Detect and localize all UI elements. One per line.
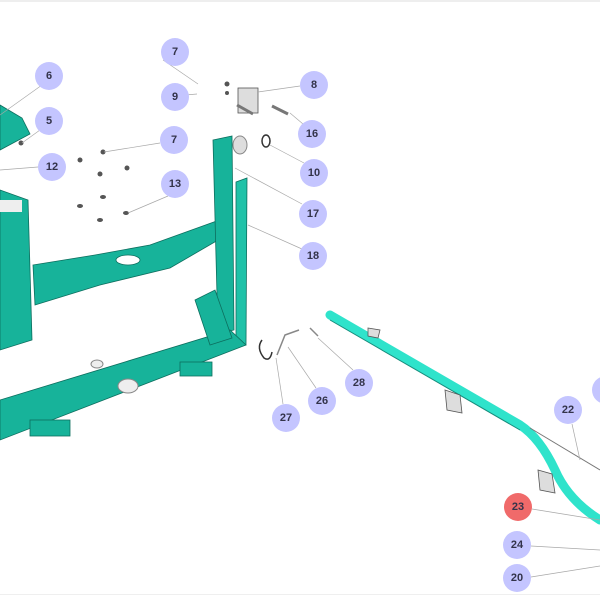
- pipe-clamp: [367, 327, 381, 339]
- svg-text:12: 12: [46, 161, 58, 173]
- part-28-clip: [309, 327, 319, 337]
- top-divider: [0, 0, 600, 2]
- svg-text:18: 18: [307, 250, 319, 262]
- part-10-o-ring: [261, 134, 271, 148]
- callout-10[interactable]: 10: [300, 159, 328, 187]
- callout-9[interactable]: 9: [161, 83, 189, 111]
- beam-hole: [115, 254, 141, 266]
- pipe-clamp: [444, 389, 463, 414]
- part-6-plate: [0, 104, 31, 151]
- pipe-clamp: [537, 469, 556, 494]
- svg-text:27: 27: [280, 412, 292, 424]
- part-8-bracket: [237, 87, 259, 114]
- svg-text:26: 26: [316, 395, 328, 407]
- part-22-drawbar-pipe: [325, 310, 600, 525]
- callout-7-top[interactable]: 7: [161, 38, 189, 66]
- part-16-bolt: [271, 104, 289, 116]
- housing-roller: [0, 200, 22, 212]
- svg-text:23: 23: [512, 501, 524, 513]
- small-pad: [90, 359, 104, 369]
- part-18-upright-plate: [235, 177, 248, 349]
- svg-text:22: 22: [562, 404, 574, 416]
- left-housing: [0, 189, 33, 351]
- svg-text:28: 28: [353, 377, 365, 389]
- part-27-chain: [258, 339, 273, 360]
- callout-26[interactable]: 26: [308, 387, 336, 415]
- frame-assembly: [0, 81, 600, 525]
- part-13-nuts: [77, 149, 130, 222]
- svg-text:24: 24: [511, 539, 524, 551]
- part-26-pin: [276, 329, 300, 356]
- svg-text:16: 16: [306, 128, 318, 140]
- upright-post: [212, 135, 235, 335]
- leader-lines: [0, 59, 600, 578]
- callout-22[interactable]: 22: [554, 396, 582, 424]
- callout-20[interactable]: 20: [503, 564, 531, 592]
- callout-27[interactable]: 27: [272, 404, 300, 432]
- foot-right: [179, 361, 213, 377]
- callouts: 6 5 12 7 9 8 16 7 10 13 17 18 28 26 27 2…: [35, 38, 600, 592]
- callout-7-middle[interactable]: 7: [160, 126, 188, 154]
- callout-23-highlighted[interactable]: 23: [504, 493, 532, 521]
- svg-text:17: 17: [307, 208, 319, 220]
- bearing: [232, 135, 248, 155]
- svg-text:9: 9: [172, 91, 178, 103]
- drawbar-cable: [529, 427, 600, 471]
- svg-text:8: 8: [311, 79, 317, 91]
- callout-28[interactable]: 28: [345, 369, 373, 397]
- round-pad: [117, 378, 139, 394]
- callout-12[interactable]: 12: [38, 153, 66, 181]
- brace: [194, 289, 233, 346]
- svg-text:7: 7: [171, 134, 177, 146]
- callout-16[interactable]: 16: [298, 120, 326, 148]
- callout-24[interactable]: 24: [503, 531, 531, 559]
- svg-text:5: 5: [46, 115, 52, 127]
- callout-13[interactable]: 13: [161, 170, 189, 198]
- svg-text:20: 20: [511, 572, 523, 584]
- foot-left: [29, 419, 71, 437]
- svg-text:6: 6: [46, 70, 52, 82]
- callout-6[interactable]: 6: [35, 62, 63, 90]
- callout-18[interactable]: 18: [299, 242, 327, 270]
- callout-partial-offscreen[interactable]: [592, 376, 600, 404]
- svg-text:10: 10: [308, 167, 320, 179]
- callout-8[interactable]: 8: [300, 71, 328, 99]
- bottom-divider: [0, 594, 600, 595]
- callout-5[interactable]: 5: [35, 107, 63, 135]
- svg-text:13: 13: [169, 178, 181, 190]
- svg-text:7: 7: [172, 46, 178, 58]
- callout-17[interactable]: 17: [299, 200, 327, 228]
